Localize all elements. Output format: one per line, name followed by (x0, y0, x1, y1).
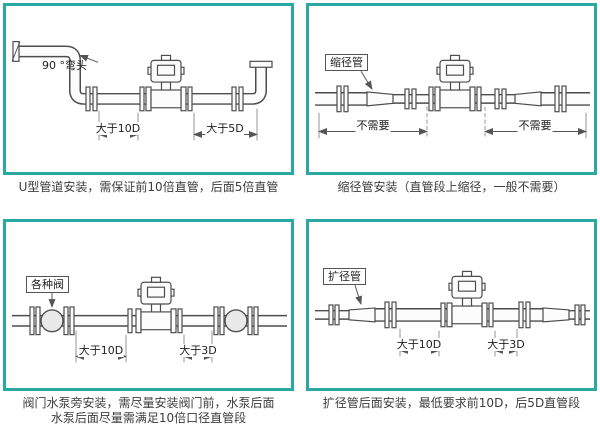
flowmeter-icon (145, 54, 187, 112)
callout-expander-label: 扩径管 (323, 268, 366, 285)
dim-right-label: 大于5D (205, 122, 245, 135)
caption-valve-pump: 阀门水泵旁安装，需尽量安装阀门前，水泵后面 水泵后面尽量需满足10倍口径直管段 (3, 396, 294, 426)
dim-right-label: 不需要 (517, 119, 553, 132)
diagram-panel-valve-pump: 各种阀 大于10D 大于3D (3, 219, 294, 391)
reducer-diagram (315, 54, 590, 139)
figure-u-type: 90 °弯头 大于10D 大于5D U型管道安装，需保证前10倍直管，后面5倍直… (3, 3, 294, 195)
flanges (336, 85, 567, 113)
caption-u-type: U型管道安装，需保证前10倍直管，后面5倍直管 (18, 180, 279, 194)
caption-reducer: 缩径管安装（直管段上缩径，一般不需要） (337, 180, 566, 194)
flanges (11, 40, 273, 112)
figure-expander: 扩径管 大于10D 大于3D 扩径管后面安装，最低要求前10D，后5D直管段 (306, 219, 597, 426)
callout-valve-label: 各种阀 (26, 276, 69, 293)
diagram-panel-u-type: 90 °弯头 大于10D 大于5D (3, 3, 294, 175)
leader-arrow (79, 54, 99, 63)
expander-cone-icon (542, 307, 570, 323)
flowmeter-icon (135, 276, 177, 334)
dim-left-label: 不需要 (355, 119, 391, 132)
pipe (18, 45, 267, 105)
dim-right-label: 大于3D (486, 338, 526, 351)
dim-left-label: 大于10D (395, 338, 443, 351)
flanges (29, 306, 259, 336)
reducer-cone-icon (514, 91, 542, 107)
valve-pump-diagram (12, 276, 287, 363)
pump-icon (224, 309, 248, 333)
caption-line-1: 阀门水泵旁安装，需尽量安装阀门前，水泵后面 (22, 396, 275, 410)
callout-reducer-label: 缩径管 (325, 54, 368, 71)
flowmeter-icon (434, 54, 476, 112)
figure-reducer: 缩径管 不需要 不需要 缩径管安装（直管段上缩径，一般不需要） (306, 3, 597, 195)
figure-valve-pump: 各种阀 大于10D 大于3D 阀门水泵旁安装，需尽量安装阀门前，水泵后面 水泵后… (3, 219, 294, 426)
dim-left-label: 大于10D (77, 344, 125, 357)
caption-line-2: 水泵后面尽量需满足10倍口径直管段 (50, 411, 247, 425)
flowmeter-icon (446, 270, 488, 328)
diagram-panel-reducer: 缩径管 不需要 不需要 (306, 3, 597, 175)
caption-expander: 扩径管后面安装，最低要求前10D，后5D直管段 (322, 396, 581, 410)
u-type-diagram (11, 40, 273, 141)
leader-arrow (354, 285, 362, 305)
diagram-panel-expander: 扩径管 大于10D 大于3D (306, 219, 597, 391)
reducer-cone-icon (366, 91, 394, 107)
flanges (328, 301, 586, 329)
callout-elbow-label: 90 °弯头 (42, 59, 87, 72)
expander-diagram (315, 270, 590, 357)
valve-icon (40, 309, 64, 333)
leader-arrow (360, 70, 373, 90)
expander-cone-icon (348, 307, 376, 323)
dim-right-label: 大于3D (178, 344, 218, 357)
dim-left-label: 大于10D (94, 122, 142, 135)
